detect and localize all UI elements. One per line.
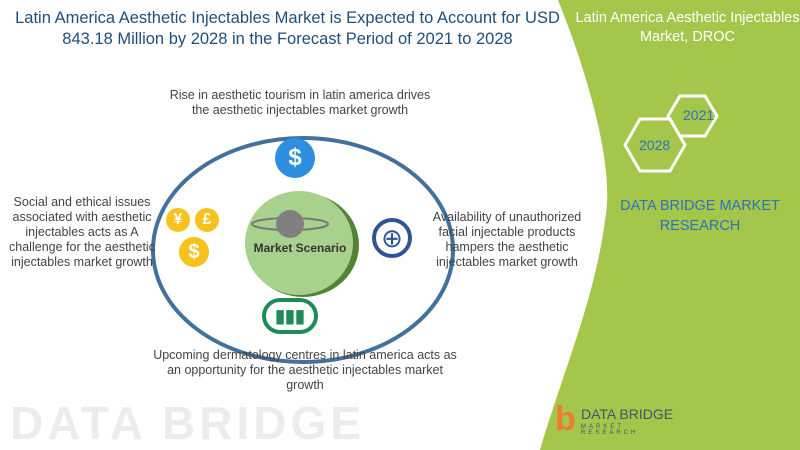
dollar-coin-icon: $ bbox=[177, 235, 211, 269]
watermark: DATA BRIDGE bbox=[10, 397, 365, 449]
logo-tagline: MARKET RESEARCH bbox=[581, 424, 639, 436]
center-circle bbox=[245, 191, 353, 295]
lightbulb-dollar-icon: $ bbox=[275, 138, 315, 178]
cycle-ring bbox=[151, 136, 455, 364]
logo-name: DATA BRIDGE bbox=[581, 406, 674, 422]
yen-coin-icon: ¥ bbox=[166, 208, 190, 232]
center-label: Market Scenario bbox=[253, 241, 347, 255]
pound-coin-icon: £ bbox=[195, 208, 219, 232]
page-title: Latin America Aesthetic Injectables Mark… bbox=[15, 9, 560, 48]
planet-icon bbox=[276, 210, 304, 238]
driver-text: Rise in aesthetic tourism in latin ameri… bbox=[169, 88, 431, 117]
year-start: 2021 bbox=[683, 107, 715, 123]
panel-title: Latin America Aesthetic Injectables Mark… bbox=[575, 10, 800, 45]
logo-mark-icon: b bbox=[555, 400, 576, 438]
challenge-text: Social and ethical issues associated wit… bbox=[9, 195, 155, 269]
restraint-text: Availability of unauthorized facial inje… bbox=[432, 210, 582, 269]
hexagon-2028 bbox=[623, 117, 687, 173]
currency-coins-icon: ¥ £ $ bbox=[166, 208, 222, 270]
growth-chart-icon: ▮▮▮ bbox=[262, 298, 318, 334]
year-end: 2028 bbox=[639, 137, 671, 153]
opportunity-text: Upcoming dermatology centres in latin am… bbox=[153, 348, 457, 392]
company-logo: b DATA BRIDGE MARKET RESEARCH bbox=[555, 400, 685, 440]
phone-globe-icon: ⊕ bbox=[372, 218, 412, 258]
brand-text: DATA BRIDGE MARKET RESEARCH bbox=[620, 198, 780, 234]
